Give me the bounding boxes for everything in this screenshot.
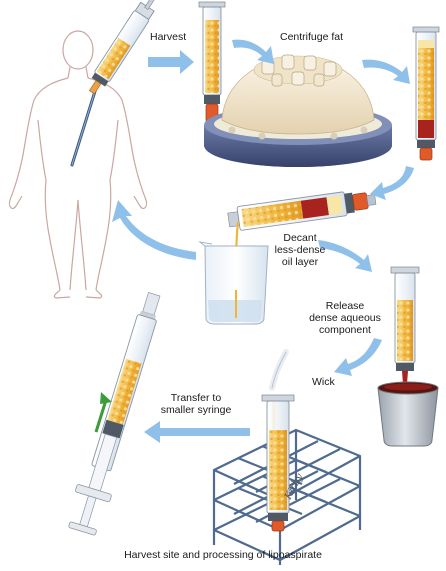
decant-syringe <box>227 191 377 231</box>
arrow-to-decant <box>370 166 414 200</box>
arrow-to-centrifuge <box>232 39 274 64</box>
green-upward-arrow <box>94 392 112 433</box>
wick-tube <box>261 349 295 532</box>
harvest-cannula <box>70 86 98 167</box>
arrow-to-transfer <box>144 421 250 443</box>
human-figure <box>8 30 148 299</box>
arrow-return-to-body <box>112 200 196 260</box>
beaker <box>198 241 269 325</box>
centrifuged-tube <box>412 26 440 161</box>
label-decant: Decant less-dense oil layer <box>274 232 326 268</box>
label-centrifuge-fat: Centrifuge fat <box>280 31 344 43</box>
harvest-tube <box>198 1 226 123</box>
label-wick: Wick <box>312 376 335 388</box>
label-release: Release dense aqueous component <box>309 300 381 336</box>
harvest-syringe <box>88 0 157 95</box>
transfer-syringe <box>68 292 161 536</box>
arrow-to-release <box>318 240 372 272</box>
centrifuge <box>204 54 392 167</box>
arrow-to-tube <box>362 59 410 84</box>
label-harvest: Harvest <box>150 31 187 43</box>
arrow-to-wick <box>334 338 382 376</box>
release-tube <box>390 266 420 384</box>
process-arrows <box>112 39 414 443</box>
label-transfer: Transfer to smaller syringe <box>160 392 232 416</box>
figure-caption: Harvest site and processing of lipoaspir… <box>124 549 322 561</box>
arrow-harvest <box>148 50 194 74</box>
collection-cup <box>377 381 439 447</box>
